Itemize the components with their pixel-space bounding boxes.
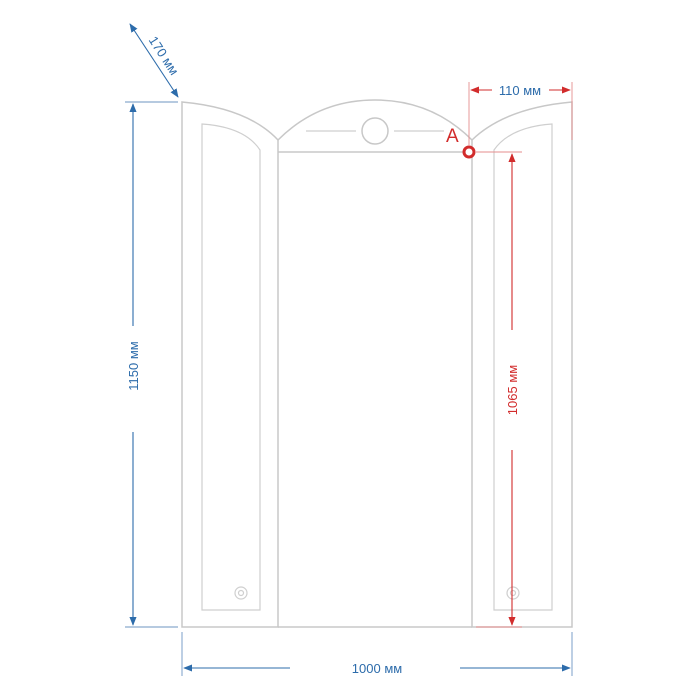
- width-dimension: 1000 мм: [181, 632, 573, 676]
- point-label: А: [446, 126, 459, 147]
- height-dimension: 1150 мм: [125, 101, 178, 628]
- right-door-panel: [493, 123, 553, 611]
- height-label: 1150 мм: [126, 341, 141, 391]
- center-ornament-circle: [361, 117, 389, 145]
- mount-height-dimension: 1065 мм: [476, 151, 522, 628]
- depth-dimension: 170 мм: [129, 23, 182, 98]
- center-top-arch: [277, 99, 473, 141]
- depth-dimension-line: [129, 23, 179, 98]
- left-knob-icon: [234, 586, 248, 600]
- mount-offset-dimension: 110 мм: [468, 82, 573, 146]
- mount-height-label: 1065 мм: [505, 365, 520, 415]
- width-label: 1000 мм: [352, 661, 402, 676]
- left-knob-inner: [237, 589, 245, 597]
- right-door: [471, 101, 573, 628]
- cabinet-outline: [181, 99, 573, 628]
- right-knob-icon: [506, 586, 520, 600]
- mount-point: А: [446, 126, 476, 159]
- right-knob-inner: [509, 589, 517, 597]
- mount-point-marker-icon: [462, 145, 476, 159]
- left-door-panel: [201, 123, 261, 611]
- offset-label: 110 мм: [499, 83, 541, 98]
- left-door: [181, 101, 279, 628]
